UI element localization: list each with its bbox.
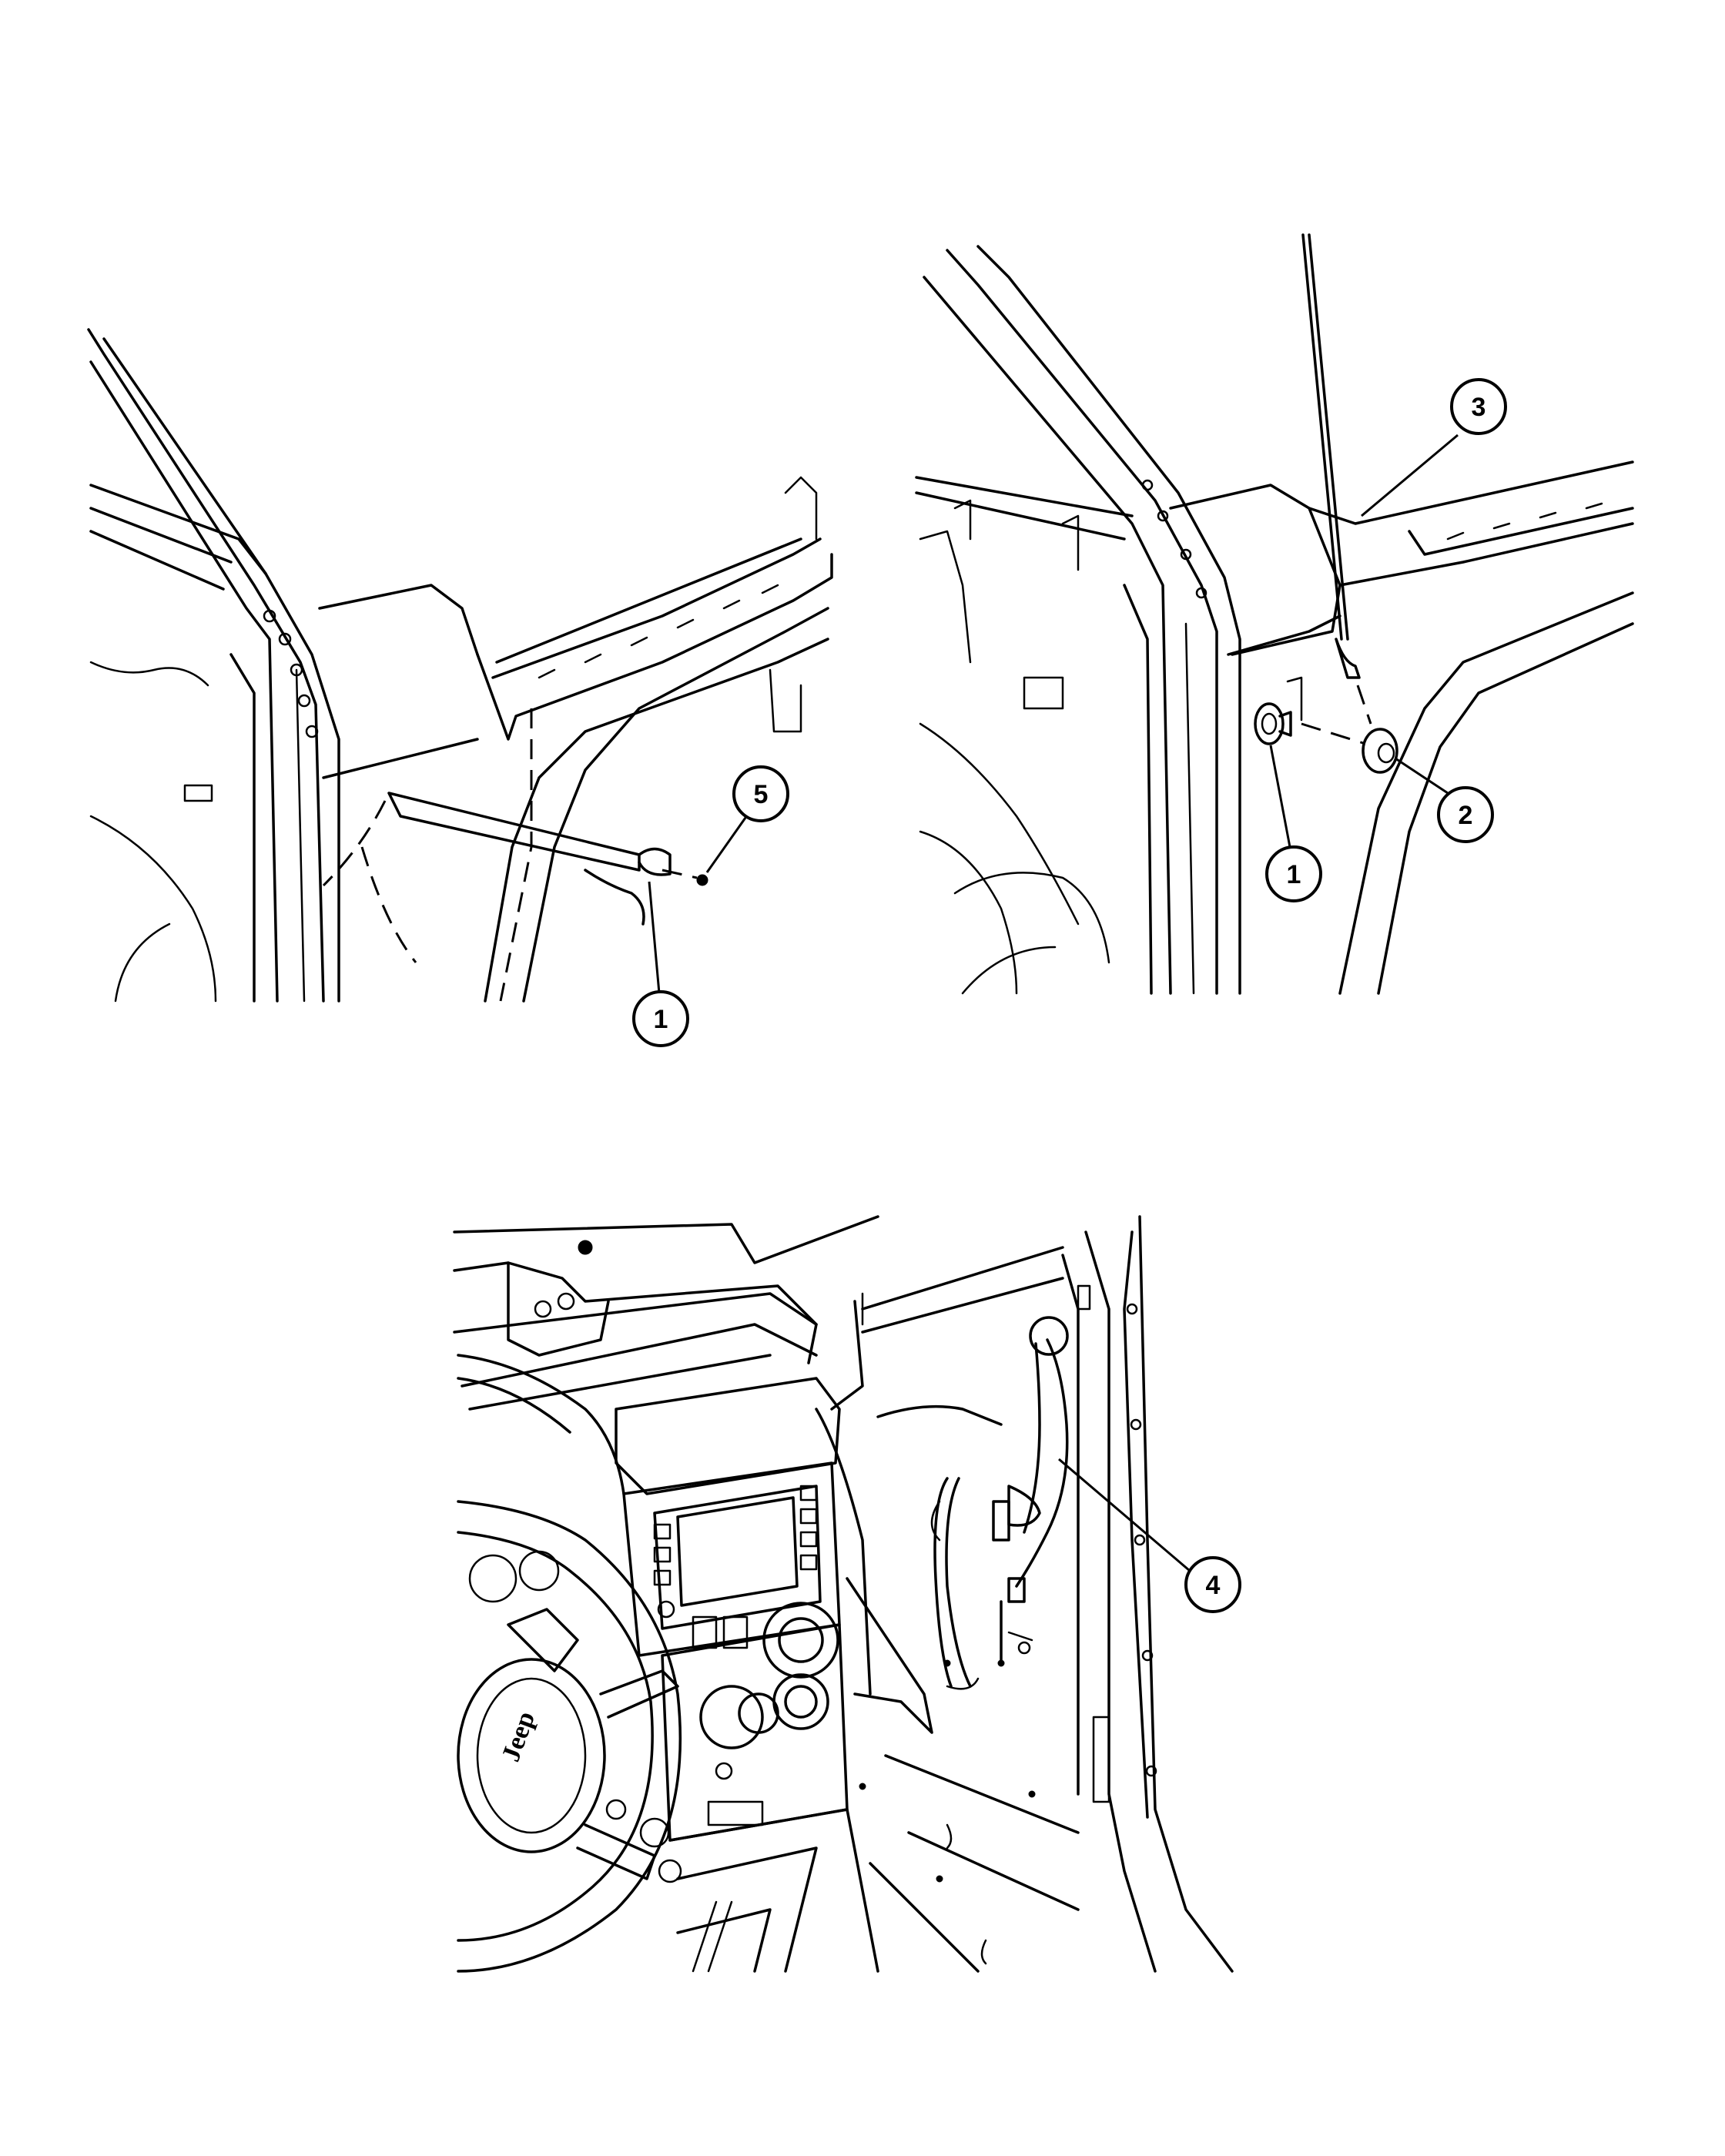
callout-5-view1-label: 5 bbox=[754, 780, 769, 809]
callout-2-view2-label: 2 bbox=[1459, 801, 1473, 830]
view-1-door-pillar bbox=[87, 328, 833, 1003]
view-2-antenna-mount bbox=[915, 233, 1634, 995]
callout-3-view2-label: 3 bbox=[1472, 393, 1486, 422]
callout-4-view3: 4 bbox=[1058, 1458, 1241, 1613]
callout-3-view2: 3 bbox=[1361, 378, 1507, 517]
jeep-emblem-text: Jeep bbox=[497, 1708, 541, 1766]
callout-1-view2-label: 1 bbox=[1287, 860, 1301, 889]
callout-2-view2: 2 bbox=[1395, 757, 1494, 843]
callout-1-view2: 1 bbox=[1265, 745, 1322, 902]
callout-5-view1: 5 bbox=[705, 765, 789, 873]
callout-4-view3-label: 4 bbox=[1206, 1571, 1221, 1600]
view-3-dashboard-cable bbox=[453, 1215, 1234, 1973]
callout-1-view1: 1 bbox=[632, 881, 689, 1047]
callout-1-view1-label: 1 bbox=[654, 1005, 668, 1034]
